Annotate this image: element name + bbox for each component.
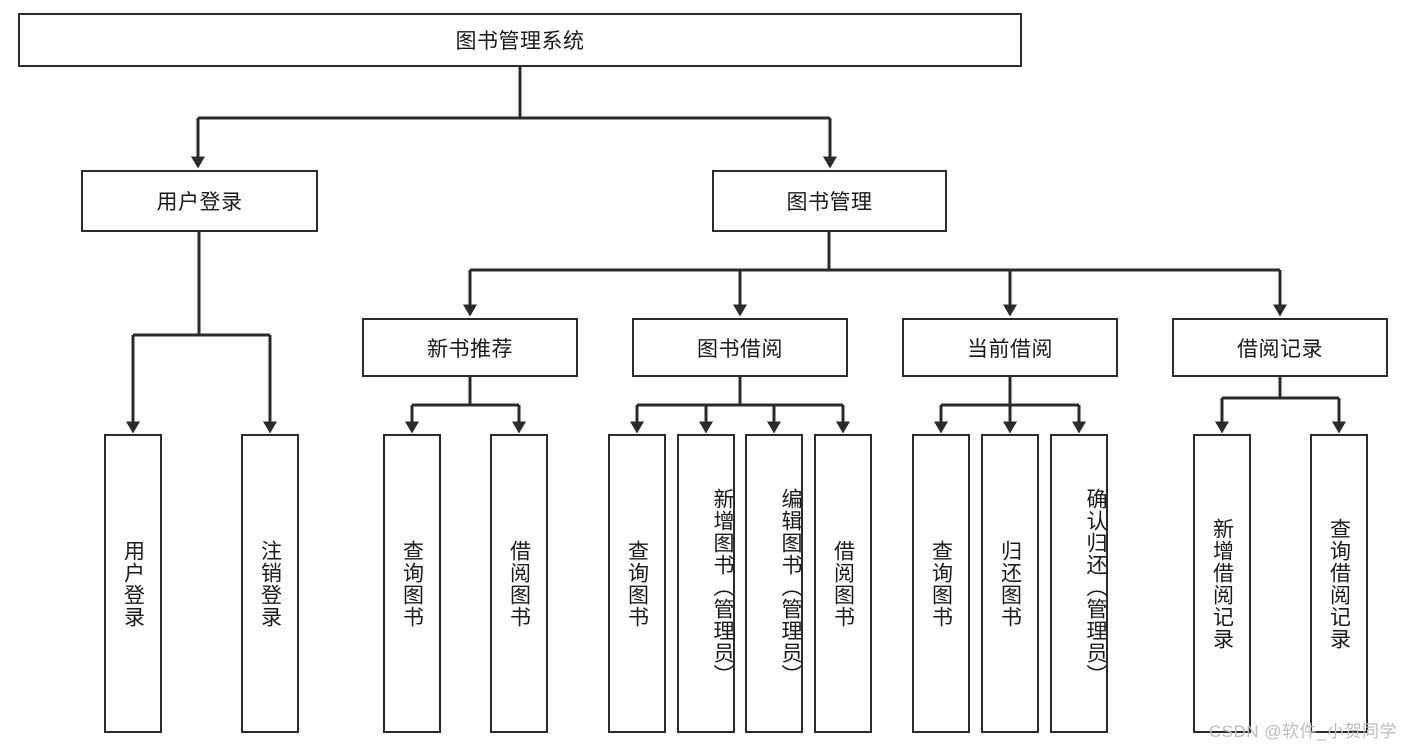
node-label: 新增图书（管理员） bbox=[711, 487, 734, 686]
node-new-book-recommend[interactable]: 新书推荐 bbox=[362, 318, 578, 377]
node-current-borrow[interactable]: 当前借阅 bbox=[902, 318, 1118, 377]
node-label: 当前借阅 bbox=[967, 337, 1053, 361]
node-label: 编辑图书（管理员） bbox=[779, 487, 802, 686]
node-user-login[interactable]: 用户登录 bbox=[81, 170, 318, 232]
node-label: 新书推荐 bbox=[427, 337, 513, 361]
leaf-user-login-logout[interactable]: 注销登录 bbox=[241, 434, 299, 733]
node-label: 归还图书 bbox=[998, 539, 1022, 628]
leaf-book-borrow-query[interactable]: 查询图书 bbox=[608, 434, 666, 733]
leaf-book-borrow-add[interactable]: 新增图书（管理员） bbox=[677, 434, 735, 733]
node-label: 用户登录 bbox=[121, 539, 145, 628]
node-label: 新增借阅记录 bbox=[1210, 517, 1234, 650]
node-label: 借阅记录 bbox=[1237, 337, 1323, 361]
node-label: 借阅图书 bbox=[831, 539, 855, 628]
node-label: 图书管理 bbox=[786, 191, 873, 214]
node-label: 图书管理系统 bbox=[455, 30, 585, 53]
node-borrow-record[interactable]: 借阅记录 bbox=[1172, 318, 1388, 377]
leaf-new-book-query[interactable]: 查询图书 bbox=[383, 434, 441, 733]
node-book-borrow[interactable]: 图书借阅 bbox=[632, 318, 848, 377]
leaf-new-book-borrow[interactable]: 借阅图书 bbox=[490, 434, 548, 733]
node-label: 图书借阅 bbox=[697, 337, 783, 361]
leaf-current-borrow-confirm-return[interactable]: 确认归还（管理员） bbox=[1050, 434, 1108, 733]
leaf-user-login-login[interactable]: 用户登录 bbox=[104, 434, 162, 733]
csdn-watermark: CSDN @软件_小贺同学 bbox=[1208, 722, 1397, 741]
node-label: 查询图书 bbox=[400, 539, 424, 628]
node-label: 查询图书 bbox=[625, 539, 649, 628]
node-label: 查询借阅记录 bbox=[1327, 517, 1351, 650]
leaf-current-borrow-return[interactable]: 归还图书 bbox=[981, 434, 1039, 733]
node-label: 查询图书 bbox=[929, 539, 953, 628]
leaf-current-borrow-query[interactable]: 查询图书 bbox=[912, 434, 970, 733]
leaf-book-borrow-borrow[interactable]: 借阅图书 bbox=[814, 434, 872, 733]
leaf-book-borrow-edit[interactable]: 编辑图书（管理员） bbox=[745, 434, 803, 733]
node-root-system[interactable]: 图书管理系统 bbox=[18, 13, 1022, 67]
node-label: 注销登录 bbox=[258, 539, 282, 628]
leaf-borrow-record-add[interactable]: 新增借阅记录 bbox=[1193, 434, 1251, 733]
node-book-management[interactable]: 图书管理 bbox=[712, 170, 947, 232]
node-label: 用户登录 bbox=[156, 191, 243, 214]
node-label: 确认归还（管理员） bbox=[1084, 487, 1107, 686]
node-label: 借阅图书 bbox=[507, 539, 531, 628]
leaf-borrow-record-query[interactable]: 查询借阅记录 bbox=[1310, 434, 1368, 733]
